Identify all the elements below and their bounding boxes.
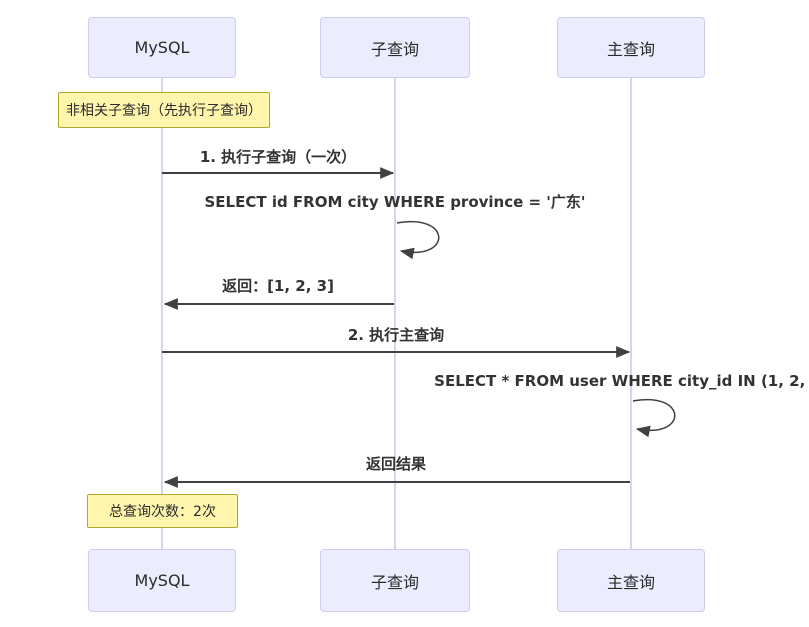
note-uncorrelated-subquery: 非相关子查询（先执行子查询） [58,92,270,128]
actor-label: MySQL [134,571,190,590]
actor-label: 子查询 [370,39,419,59]
note-text: 非相关子查询（先执行子查询） [66,103,262,119]
message-label-return-ids: 返回：[1, 2, 3] [222,277,334,295]
actor-label: MySQL [134,38,190,57]
message-label-mainquery-sql: SELECT * FROM user WHERE city_id IN (1, … [434,372,809,390]
actor-label: 子查询 [370,572,419,592]
message-label-execute-mainquery: 2. 执行主查询 [347,326,445,344]
message-label-return-result: 返回结果 [365,455,427,473]
note-total-query-count: 总查询次数：2次 [87,494,238,528]
actor-top-mysql: MySQL [88,17,236,78]
self-loop-mainquery [632,398,676,438]
message-label-execute-subquery: 1. 执行子查询（一次） [199,148,357,166]
note-text: 总查询次数：2次 [109,504,216,520]
actor-label: 主查询 [606,39,655,59]
message-label-subquery-sql: SELECT id FROM city WHERE province = '广东… [204,193,586,211]
actor-bottom-subquery: 子查询 [320,549,470,612]
actor-bottom-mainquery: 主查询 [557,549,705,612]
self-loop-subquery [396,220,440,260]
actor-bottom-mysql: MySQL [88,549,236,612]
actor-label: 主查询 [606,572,655,592]
actor-top-subquery: 子查询 [320,17,470,78]
actor-top-mainquery: 主查询 [557,17,705,78]
